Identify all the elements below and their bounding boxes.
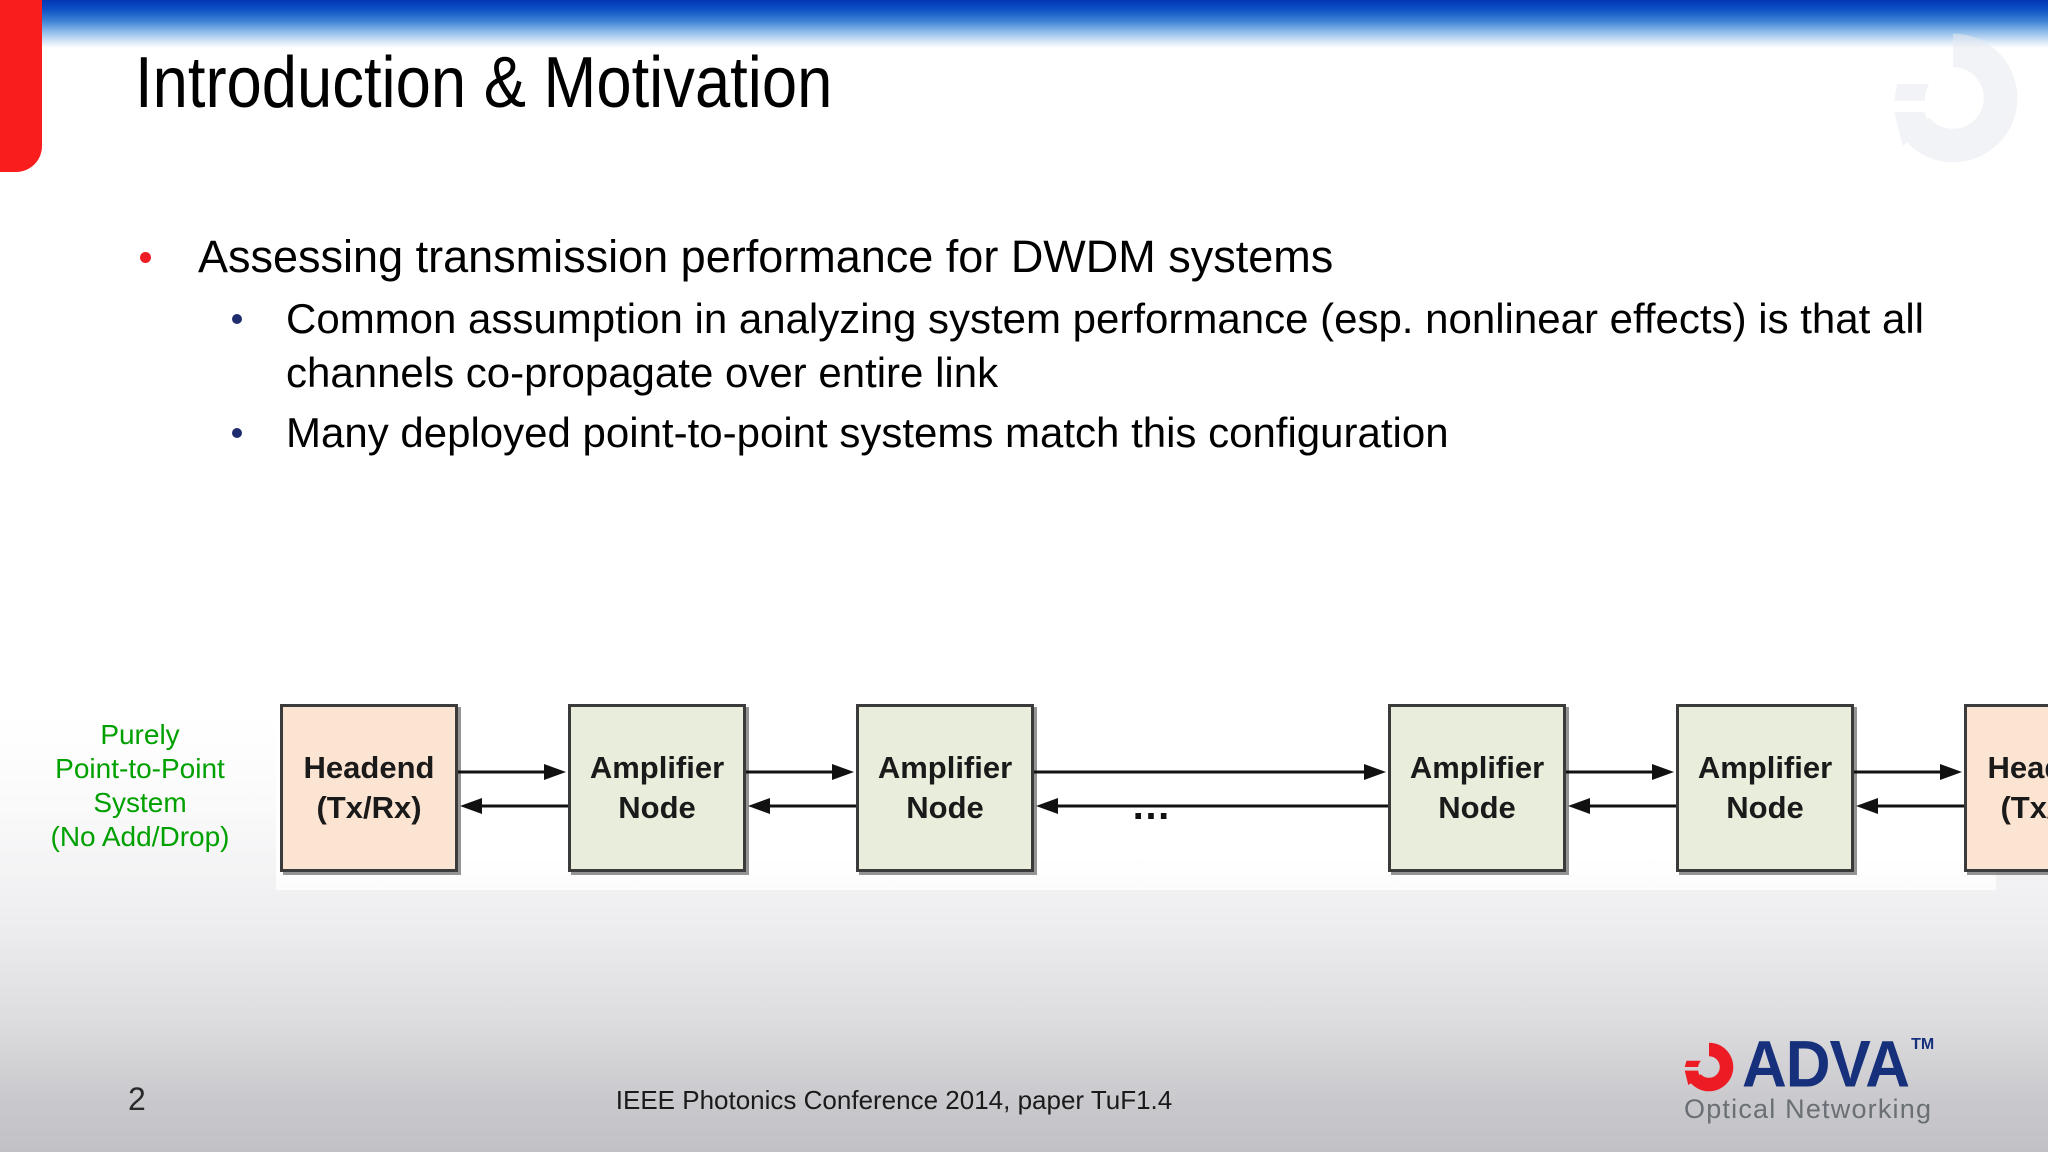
diagram-node-headend-left: Headend (Tx/Rx)	[280, 704, 458, 872]
diagram-node-amplifier-2: Amplifier Node	[856, 704, 1034, 872]
diagram-link-bidirectional	[746, 752, 856, 822]
adva-watermark-icon	[1894, 33, 2018, 163]
node-label-line1: Amplifier	[877, 750, 1013, 785]
node-label-line2: Node	[618, 790, 696, 825]
header-blue-gradient-bar	[42, 0, 2048, 48]
diagram-side-label: Purely Point-to-Point System (No Add/Dro…	[22, 718, 258, 854]
bullet-level2-item: Many deployed point-to-point systems mat…	[120, 406, 1960, 460]
bullet-level1-item: Assessing transmission performance for D…	[120, 228, 1960, 286]
node-label-line2: Node	[1438, 790, 1516, 825]
node-label-line2: Node	[906, 790, 984, 825]
diagram-node-headend-right: Headend (Tx/Rx)	[1964, 704, 2048, 872]
network-diagram: Headend (Tx/Rx) Amplifier Node	[276, 700, 2048, 890]
node-label-line1: Headend	[1987, 750, 2048, 785]
bullet-dot-icon	[232, 314, 242, 324]
diagram-link-bidirectional	[1566, 752, 1676, 822]
node-label-line2: (Tx/Rx)	[316, 790, 422, 825]
bullet-dot-icon	[232, 428, 242, 438]
adva-logo: ADVA TM Optical Networking	[1682, 1028, 2012, 1130]
header-red-accent-block	[0, 0, 42, 172]
adva-mark-icon	[1684, 1042, 1734, 1092]
side-label-line: Purely	[100, 719, 180, 750]
footer-conference-text: IEEE Photonics Conference 2014, paper Tu…	[615, 1085, 1173, 1115]
bullet-level1-text: Assessing transmission performance for D…	[198, 231, 1334, 282]
node-label-line2: Node	[1726, 790, 1804, 825]
bullet-level2-text: Common assumption in analyzing system pe…	[286, 295, 1924, 396]
adva-wordmark: ADVA	[1742, 1028, 1910, 1102]
node-label-line1: Amplifier	[1697, 750, 1833, 785]
side-label-line: Point-to-Point	[55, 753, 225, 784]
page-title: Introduction & Motivation	[135, 43, 833, 123]
diagram-link-bidirectional	[458, 752, 568, 822]
bullet-list: Assessing transmission performance for D…	[120, 228, 1960, 460]
diagram-ellipsis: …	[1131, 784, 1176, 828]
bullet-dot-icon	[140, 252, 151, 263]
side-label-line: (No Add/Drop)	[50, 821, 230, 852]
bullet-level2-item: Common assumption in analyzing system pe…	[120, 292, 1960, 400]
node-label-line1: Headend	[303, 750, 435, 785]
page-number: 2	[128, 1081, 146, 1117]
bullet-level2-text: Many deployed point-to-point systems mat…	[286, 409, 1449, 456]
node-label-line1: Amplifier	[1409, 750, 1545, 785]
diagram-link-bidirectional	[1854, 752, 1964, 822]
diagram-node-amplifier-1: Amplifier Node	[568, 704, 746, 872]
node-label-line2: (Tx/Rx)	[2000, 790, 2048, 825]
diagram-node-amplifier-4: Amplifier Node	[1676, 704, 1854, 872]
node-label-line1: Amplifier	[589, 750, 725, 785]
diagram-node-amplifier-3: Amplifier Node	[1388, 704, 1566, 872]
adva-tagline: Optical Networking	[1684, 1094, 1933, 1124]
trademark-symbol: TM	[1911, 1036, 1935, 1053]
diagram-link-elided	[1034, 752, 1388, 822]
side-label-line: System	[93, 787, 187, 818]
